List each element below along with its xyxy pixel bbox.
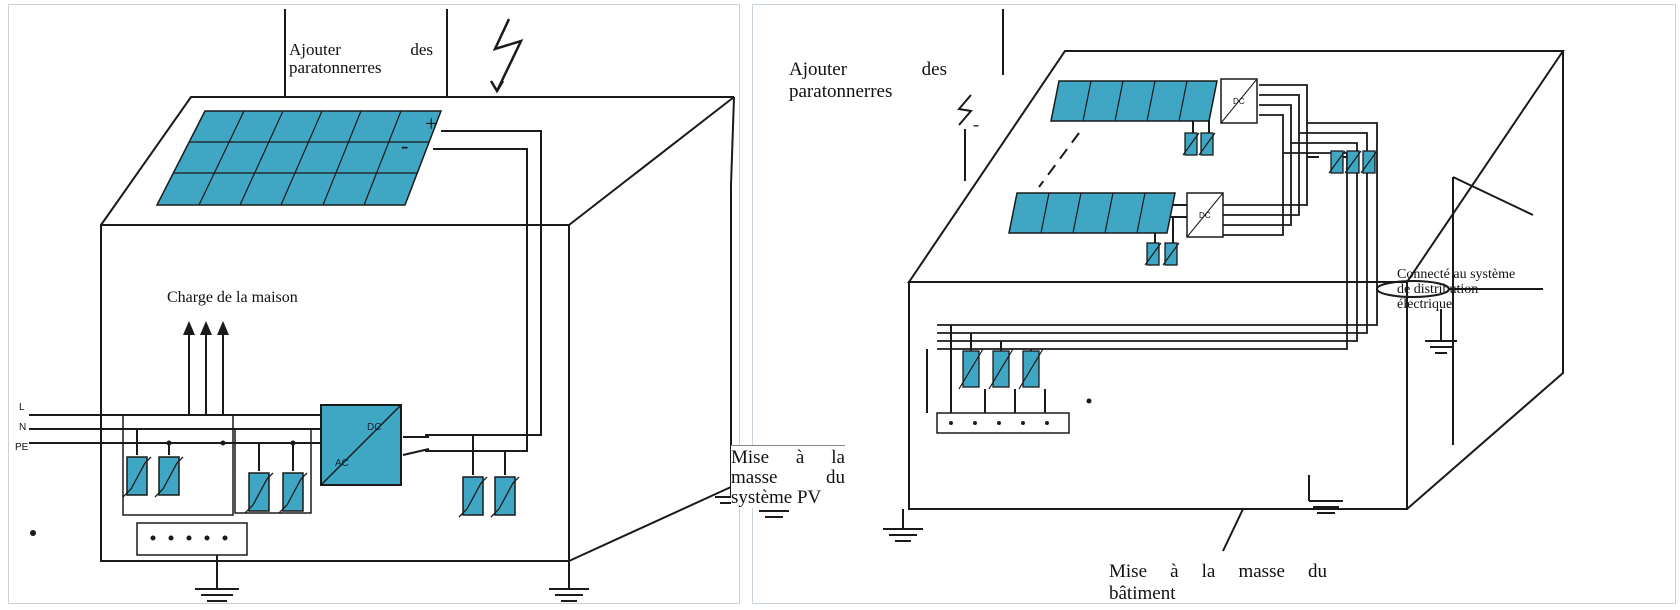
ground-bus-bar-right — [936, 412, 1070, 434]
building-ground-label-2: bâtiment — [1109, 583, 1176, 604]
solar-panel — [155, 110, 443, 206]
left-diagram-panel: Ajouter des paratonnerres Charge de la m… — [8, 4, 740, 604]
line-label-l: L — [19, 402, 25, 413]
house-load-label: Charge de la maison — [167, 289, 298, 306]
inverter-top-dc: DC — [1233, 97, 1245, 106]
grid-connection-label: Connecté au système de distribution élec… — [1397, 267, 1516, 312]
inverter-bottom-dc: DC — [1199, 211, 1211, 220]
inverter-bottom — [1186, 192, 1224, 238]
pv-array-bottom — [1008, 192, 1176, 234]
house-front-roof — [100, 96, 734, 226]
inverter-top — [1220, 78, 1258, 124]
lightning-rod-label-right-2: paratonnerres — [789, 81, 893, 102]
surge-protectors — [122, 456, 520, 518]
lightning-rod-label-left-2: paratonnerres — [289, 58, 382, 77]
house-front-wall — [100, 224, 570, 562]
lightning-rod-label-left: Ajouter des — [289, 40, 433, 59]
right-building-diagram — [753, 9, 1565, 552]
left-house-diagram — [29, 9, 739, 602]
pv-array-top — [1050, 80, 1218, 122]
pv-ground-label: Mise à la masse du système PV — [731, 445, 845, 508]
lightning-bolt-icon — [492, 18, 524, 92]
house-right-roof — [568, 96, 735, 226]
panel-plus-sign: + — [425, 111, 438, 136]
house-load-arrows — [183, 321, 229, 335]
lightning-rod-label-right: Ajouter des — [789, 59, 947, 80]
array-minus-sign: - — [973, 114, 979, 134]
ground-bus-bar — [136, 522, 248, 556]
line-label-pe: PE — [15, 442, 29, 453]
inverter-ac-label: AC — [335, 458, 349, 469]
building-front-wall — [908, 281, 1408, 510]
right-diagram-panel: Ajouter des paratonnerres - Connecté au … — [731, 4, 1676, 604]
line-label-n: N — [19, 422, 27, 433]
inverter — [320, 404, 402, 486]
lightning-bolt-icon — [957, 94, 973, 126]
house-right-edge — [730, 96, 735, 487]
inverter-dc-label: DC — [367, 422, 382, 433]
panel-minus-sign: - — [401, 133, 409, 158]
building-ground-label: Mise à la masse du — [1109, 561, 1327, 582]
